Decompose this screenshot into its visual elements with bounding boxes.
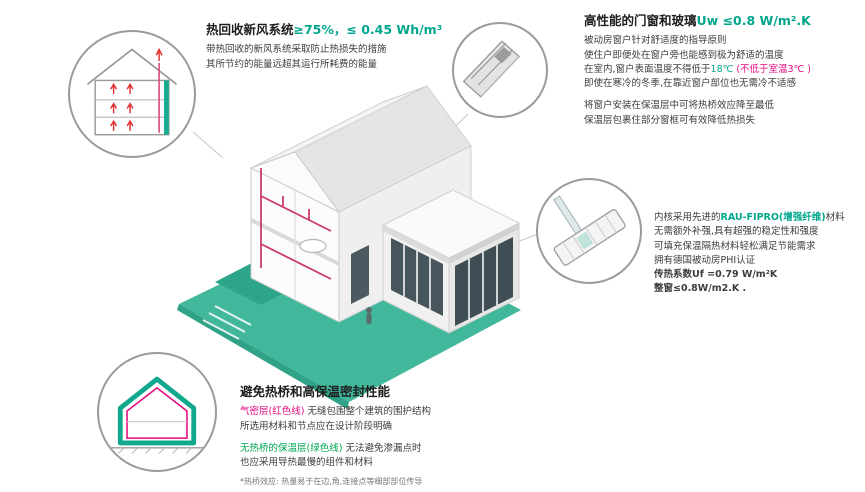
house-envelope-icon: [110, 376, 204, 454]
house-section-with-airflow-icon: [86, 47, 178, 136]
windows-line3-temp: 18℃: [710, 63, 734, 75]
windows-line6: 保温层包裹住部分窗框可有效降低热损失: [584, 114, 756, 126]
ventilation-text-block: 热回收新风系统≥75%，≤ 0.45 Wh/m³ 带热回收的新风系统采取防止热损…: [206, 22, 476, 72]
frame-profile-text-block: 内核采用先进的RAU-FIPRO(增强纤维)材料 无需额外补强,具有超强的稳定性…: [654, 211, 864, 297]
windows-text-block: 高性能的门窗和玻璃Uw ≤0.8 W/m².K 被动房窗户针对舒适度的指导原则 …: [584, 13, 860, 128]
bathtub: [299, 238, 327, 254]
envelope-airtight-line: 气密层(红色线) 无缝包围整个建筑的围护结构: [240, 405, 580, 419]
ventilation-ducts: [260, 168, 332, 280]
ventilation-title-text: 热回收新风系统: [206, 22, 294, 37]
insulation-label: 无热桥的保温层(绿色线): [240, 442, 343, 454]
windows-line3-note: (不低于室温3℃ ): [733, 63, 811, 75]
airtight-red-line: [126, 386, 188, 439]
ventilation-line2: 其所节约的能量远超其运行所耗费的能量: [206, 58, 378, 70]
windows-title-text: 高性能的门窗和玻璃: [584, 13, 697, 28]
profile-line1-material: RAU-FIPRO(增强纤维): [720, 212, 826, 223]
ventilation-detail-circle: [68, 30, 196, 158]
profile-line3: 可填充保温隔热材料轻松满足节能需求: [654, 240, 816, 252]
cutaway-section: [250, 167, 340, 323]
envelope-airtight-line2: 所选用材料和节点应在设计阶段明确: [240, 420, 393, 432]
windows-title: 高性能的门窗和玻璃Uw ≤0.8 W/m².K: [584, 13, 860, 29]
envelope-footnote: *热桥效应: 热量易于在边,角,连接点等细部部位传导: [240, 477, 423, 487]
window-corner-icon: [462, 40, 521, 98]
envelope-detail-circle: [97, 352, 217, 472]
envelope-insulation-line2: 也应采用导热最慢的组件和材料: [240, 457, 374, 468]
house-isometric-illustration: [177, 85, 521, 409]
windows-line4: 即使在寒冷的冬季,在靠近窗户部位也无需冷不适感: [584, 78, 797, 89]
envelope-text-block: 避免热桥和高保温密封性能 气密层(红色线) 无缝包围整个建筑的围护结构 所选用材…: [240, 384, 580, 487]
ventilation-title-value: ≥75%，≤ 0.45 Wh/m³: [293, 22, 443, 37]
profile-line1: 内核采用先进的RAU-FIPRO(增强纤维)材料: [654, 211, 864, 225]
profile-line2: 无需额外补强,具有超强的稳定性和强度: [654, 226, 819, 238]
windows-line1: 被动房窗户针对舒适度的指导原则: [584, 35, 727, 47]
windows-line3-text: 在室内,窗户表面温度不得低于: [584, 63, 711, 75]
window-corner-detail-circle: [452, 22, 548, 118]
profile-line1-text: 内核采用先进的: [654, 212, 721, 223]
airtight-text: 无缝包围整个建筑的围护结构: [304, 406, 431, 418]
windows-line5: 将窗户安装在保温层中可将热桥效应降至最低: [584, 100, 775, 112]
windows-title-value: Uw ≤0.8 W/m².K: [696, 13, 811, 28]
profile-line1-suffix: 材料: [825, 212, 845, 223]
airflow-arrows: [110, 47, 163, 131]
profile-u-window: 整窗≤0.8W/m2.K .: [654, 283, 747, 295]
garden-steps: [196, 305, 252, 347]
windows-line2: 使住户即便处在窗户旁也能感到极为舒适的温度: [584, 49, 784, 61]
ventilation-title: 热回收新风系统≥75%，≤ 0.45 Wh/m³: [206, 22, 476, 38]
envelope-insulation-line: 无热桥的保温层(绿色线) 无法避免渗漏点时: [240, 442, 580, 456]
windows-line3: 在室内,窗户表面温度不得低于18℃ (不低于室温3℃ ): [584, 63, 860, 77]
insulation-green-line: [117, 376, 197, 446]
window-profile-icon: [553, 195, 626, 266]
entry-door: [351, 245, 369, 304]
profile-u-frame: 传热系数Uf =0.79 W/m²K: [654, 269, 778, 280]
insulation-text: 无法避免渗漏点时: [342, 442, 422, 454]
person-figure: [366, 307, 372, 324]
envelope-title: 避免热桥和高保温密封性能: [240, 384, 391, 399]
flat-roof-wing: [381, 189, 521, 334]
ventilation-line1: 带热回收的新风系统采取防止热损失的措施: [206, 44, 387, 56]
airtight-label: 气密层(红色线): [240, 406, 305, 418]
window-profile-detail-circle: [536, 178, 642, 284]
profile-line4: 拥有德国被动房PHI认证: [654, 254, 756, 266]
main-house-block: [249, 85, 472, 323]
